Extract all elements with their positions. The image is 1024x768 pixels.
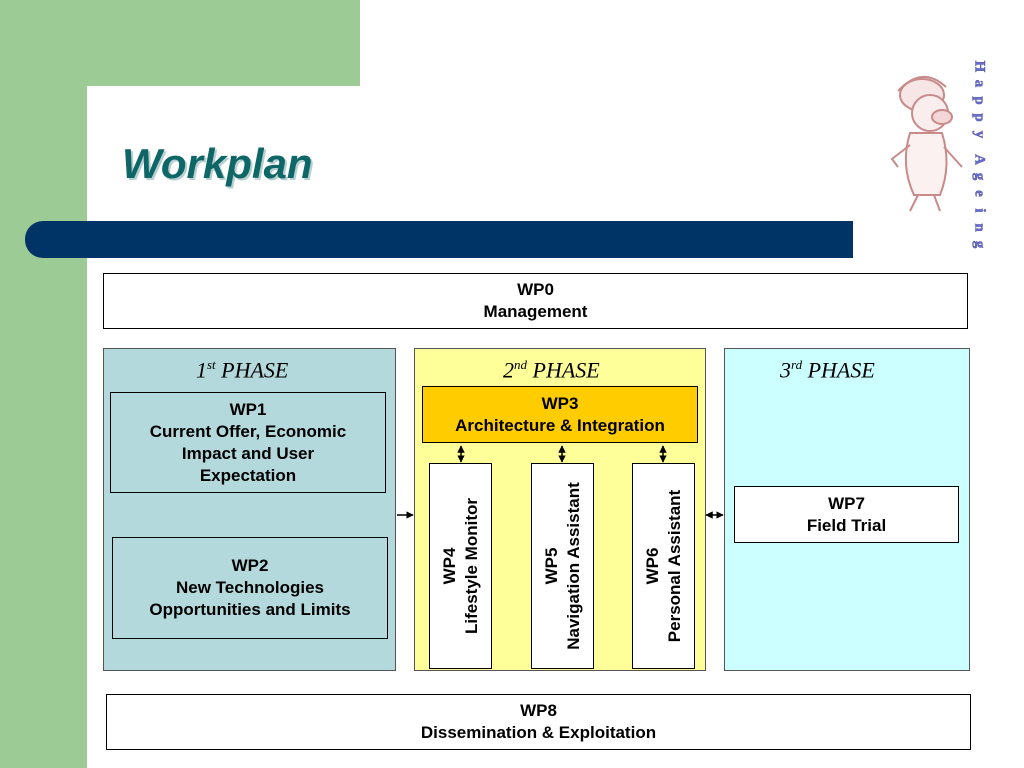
title-bar: [25, 221, 853, 258]
wp2-line2: Opportunities and Limits: [149, 600, 351, 619]
top-green-band: [0, 0, 360, 86]
wp4-code: WP4: [439, 547, 459, 585]
wp4-box: WP4 Lifestyle Monitor: [429, 463, 492, 669]
wp2-box: WP2 New Technologies Opportunities and L…: [112, 537, 388, 639]
wp0-name: Management: [483, 302, 588, 321]
wp2-line1: New Technologies: [176, 578, 324, 597]
left-green-band: [0, 0, 87, 768]
wp0-box: WP0 Management: [103, 273, 968, 329]
slide-title: Workplan: [122, 140, 313, 187]
wp0-code: WP0: [517, 280, 554, 299]
wp7-code: WP7: [828, 493, 865, 513]
wp1-line1: Current Offer, Economic: [149, 421, 347, 441]
wp4-name: Lifestyle Monitor: [461, 498, 481, 635]
wp1-box: WP1 Current Offer, Economic Impact and U…: [110, 392, 386, 493]
phase-1-title: 1st PHASE: [196, 357, 289, 383]
wp8-code: WP8: [520, 701, 557, 720]
phase-2-title: 2nd PHASE: [503, 357, 600, 383]
wp3-name: Architecture & Integration: [455, 415, 665, 435]
wp1-code: WP1: [229, 399, 267, 419]
wp6-box: WP6 Personal Assistant: [632, 463, 695, 669]
wp2-code: WP2: [231, 556, 269, 575]
wp6-code: WP6: [642, 547, 662, 585]
wp1-line3: Expectation: [199, 465, 297, 485]
wp5-name: Navigation Assistant: [563, 482, 583, 650]
phase-3-title: 3rd PHASE: [780, 357, 875, 383]
logo-letter: g: [971, 240, 988, 249]
happy-ageing-logo: [890, 76, 963, 212]
wp5-box: WP5 Navigation Assistant: [531, 463, 594, 669]
wp7-name: Field Trial: [806, 515, 887, 535]
wp8-box: WP8 Dissemination & Exploitation: [106, 694, 971, 750]
wp5-code: WP5: [541, 547, 561, 585]
wp7-box: WP7 Field Trial: [734, 486, 959, 543]
wp3-code: WP3: [541, 393, 579, 413]
wp1-line2: Impact and User: [181, 443, 315, 463]
logo-wordmark: H a p p y A g e i n g: [960, 58, 998, 253]
wp3-box: WP3 Architecture & Integration: [422, 386, 698, 443]
wp8-name: Dissemination & Exploitation: [420, 723, 657, 742]
wp6-name: Personal Assistant: [664, 489, 684, 643]
